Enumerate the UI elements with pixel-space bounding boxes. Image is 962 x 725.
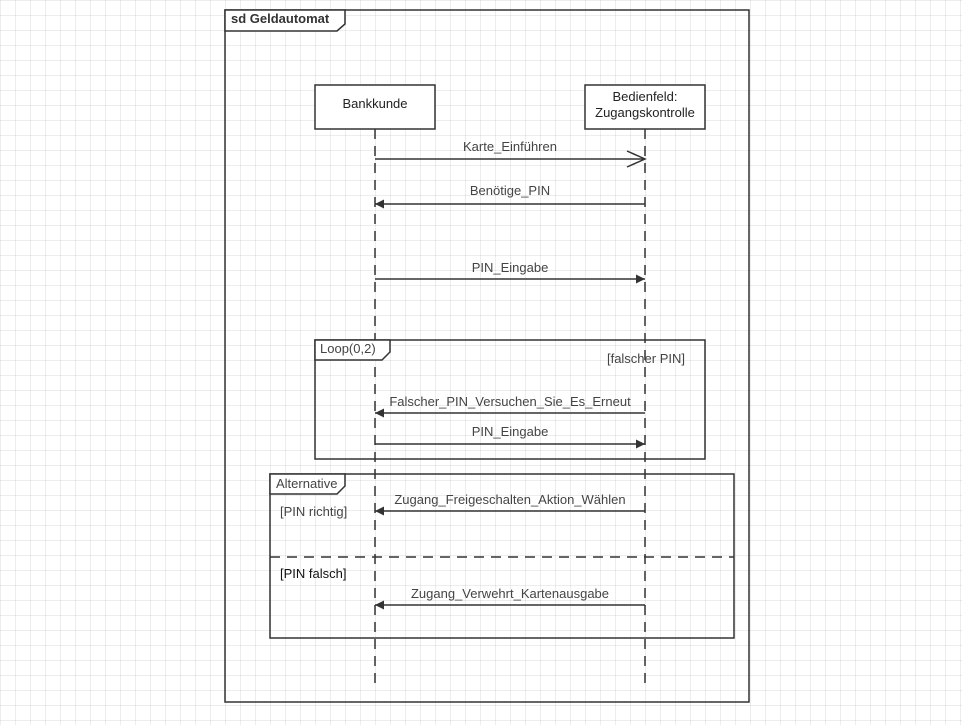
- loop-guard: [falscher PIN]: [607, 351, 685, 366]
- message-5-label: PIN_Eingabe: [472, 424, 549, 439]
- lifeline-panel-label-line2: Zugangskontrolle: [595, 105, 695, 120]
- lifeline-panel-label-line1: Bedienfeld:: [612, 89, 677, 104]
- diagram-frame: sd Geldautomat: [224, 9, 750, 703]
- message-6: Zugang_Freigeschalten_Aktion_Wählen: [375, 492, 645, 516]
- message-5: PIN_Eingabe: [375, 424, 645, 449]
- message-4: Falscher_PIN_Versuchen_Sie_Es_Erneut: [375, 394, 645, 418]
- alt-label: Alternative: [276, 476, 337, 491]
- message-4-label: Falscher_PIN_Versuchen_Sie_Es_Erneut: [389, 394, 631, 409]
- loop-fragment: Loop(0,2) [falscher PIN]: [314, 339, 706, 460]
- alt-guard-2: [PIN falsch]: [280, 566, 346, 581]
- lifeline-customer: Bankkunde: [314, 84, 436, 686]
- message-1-label: Karte_Einführen: [463, 139, 557, 154]
- message-3-label: PIN_Eingabe: [472, 260, 549, 275]
- message-2: Benötige_PIN: [375, 183, 645, 209]
- message-1: Karte_Einführen: [375, 139, 647, 168]
- lifeline-panel: Bedienfeld: Zugangskontrolle: [584, 84, 706, 686]
- message-3: PIN_Eingabe: [375, 260, 645, 284]
- alt-fragment: Alternative [PIN richtig] [PIN falsch]: [269, 473, 735, 639]
- message-6-label: Zugang_Freigeschalten_Aktion_Wählen: [394, 492, 625, 507]
- diagram-title: sd Geldautomat: [231, 11, 330, 26]
- lifeline-customer-label: Bankkunde: [342, 96, 407, 111]
- alt-guard-1: [PIN richtig]: [280, 504, 347, 519]
- message-7-label: Zugang_Verwehrt_Kartenausgabe: [411, 586, 609, 601]
- message-2-label: Benötige_PIN: [470, 183, 550, 198]
- message-7: Zugang_Verwehrt_Kartenausgabe: [375, 586, 645, 610]
- loop-label: Loop(0,2): [320, 341, 376, 356]
